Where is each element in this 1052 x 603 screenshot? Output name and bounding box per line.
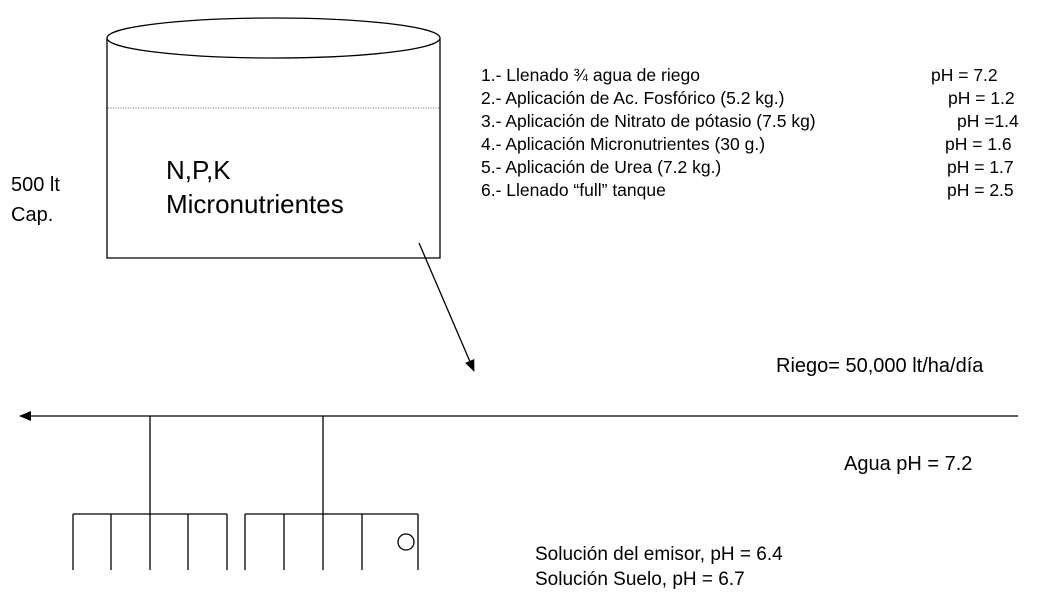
injection-arrow — [418, 242, 475, 372]
step-ph: pH = 1.7 — [947, 157, 1014, 177]
soil-solution-label: Solución Suelo, pH = 6.7 — [535, 569, 745, 590]
step-ph: pH = 2.5 — [947, 180, 1014, 200]
tank — [106, 17, 441, 259]
step-row: 2.- Aplicación de Ac. Fosfórico (5.2 kg.… — [481, 87, 1046, 110]
water-ph-label: Agua pH = 7.2 — [844, 453, 973, 475]
step-text: 1.- Llenado ¾ agua de riego — [481, 65, 700, 85]
emitter-icon — [397, 533, 415, 551]
step-row: 5.- Aplicación de Urea (7.2 kg.) pH = 1.… — [481, 156, 1046, 179]
step-ph: pH = 1.6 — [945, 134, 1012, 154]
tank-contents-label: N,P,K Micronutrientes — [166, 155, 344, 219]
tank-body — [106, 38, 441, 259]
step-row: 3.- Aplicación de Nitrato de pótasio (7.… — [481, 110, 1046, 133]
step-text: 4.- Aplicación Micronutrientes (30 g.) — [481, 134, 766, 154]
step-text: 3.- Aplicación de Nitrato de pótasio (7.… — [481, 111, 816, 131]
step-ph: pH = 1.2 — [948, 88, 1015, 108]
step-row: 1.- Llenado ¾ agua de riego pH = 7.2 — [481, 64, 1046, 87]
emitter-manifold — [72, 416, 419, 570]
step-text: 5.- Aplicación de Urea (7.2 kg.) — [481, 157, 722, 177]
step-ph: pH =1.4 — [957, 111, 1019, 131]
step-text: 6.- Llenado “full” tanque — [481, 180, 666, 200]
step-row: 4.- Aplicación Micronutrientes (30 g.) p… — [481, 133, 1046, 156]
step-row: 6.- Llenado “full” tanque pH = 2.5 — [481, 179, 1046, 202]
step-text: 2.- Aplicación de Ac. Fosfórico (5.2 kg.… — [481, 88, 785, 108]
irrigation-rate-label: Riego= 50,000 lt/ha/día — [776, 355, 984, 377]
step-ph: pH = 7.2 — [931, 65, 998, 85]
tank-capacity-label: 500 lt Cap. — [11, 174, 60, 226]
tank-top — [106, 17, 441, 59]
emitter-solution-label: Solución del emisor, pH = 6.4 — [535, 544, 783, 565]
